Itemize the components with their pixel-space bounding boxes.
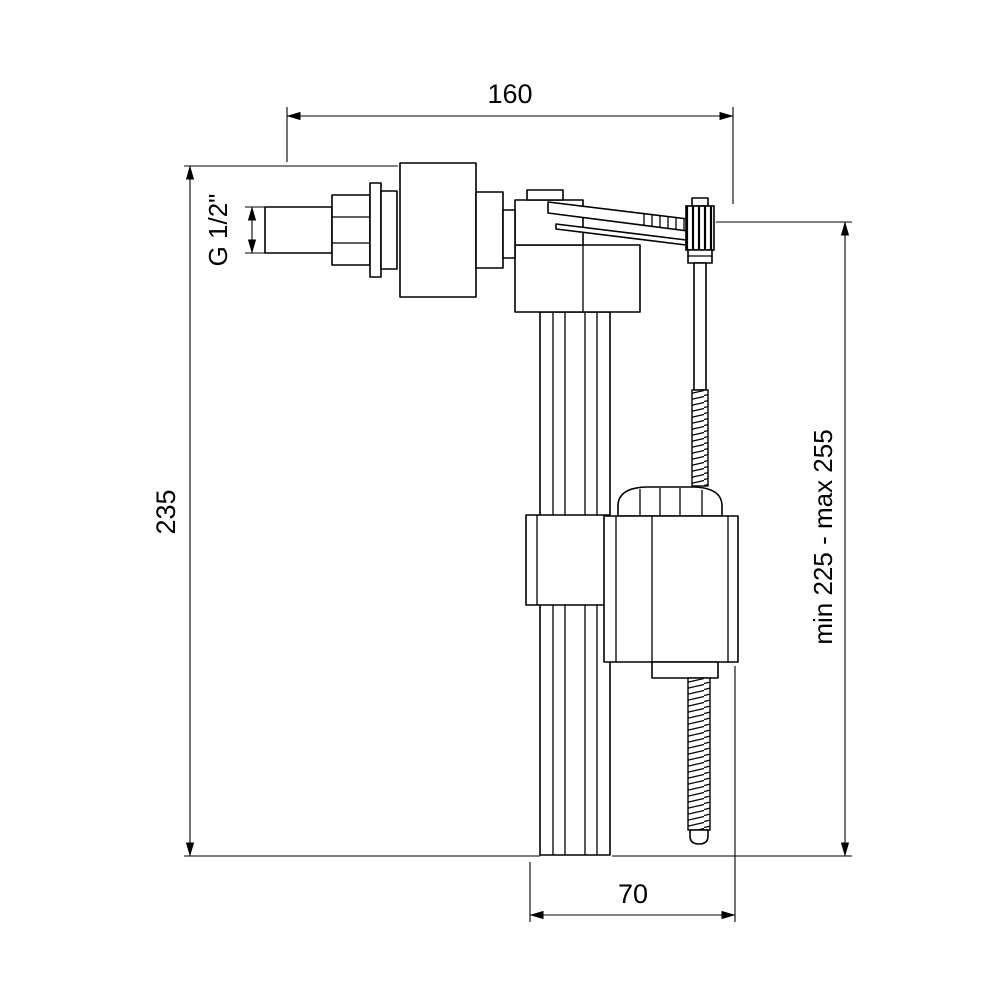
lower-rod-tip <box>689 829 709 845</box>
float-cap <box>617 486 723 517</box>
adjustment-screw <box>685 205 715 251</box>
valve-head-cap <box>526 189 564 201</box>
knurled-locking-nut <box>399 162 477 298</box>
upper-rod <box>693 262 707 391</box>
dim-thread-label: G 1/2" <box>203 194 233 267</box>
float-body <box>603 515 739 663</box>
dim-235-label: 235 <box>151 489 181 534</box>
lever-arm-thread-hatch <box>643 214 685 230</box>
inlet-washer <box>380 190 398 270</box>
upper-rod-threaded <box>691 389 709 487</box>
dim-160-label: 160 <box>487 79 532 109</box>
dim-70-label: 70 <box>618 879 648 909</box>
inlet-washer <box>369 182 382 278</box>
shank-collar <box>525 514 611 606</box>
inlet-pipe <box>264 206 333 254</box>
valve-drawing <box>264 162 739 856</box>
inlet-tube <box>502 209 516 259</box>
float-bottom-boss <box>651 661 719 679</box>
adjustment-screw-tab <box>691 197 709 207</box>
valve-head-block <box>514 244 641 313</box>
lower-rod-threaded <box>687 677 711 831</box>
inlet-hex-nut <box>331 194 371 266</box>
dim-minmax-label: min 225 - max 255 <box>808 429 838 644</box>
inlet-bushing <box>475 191 504 269</box>
dimension-annotations: 160 235 min 225 - max 255 70 G 1/2" <box>151 79 852 922</box>
